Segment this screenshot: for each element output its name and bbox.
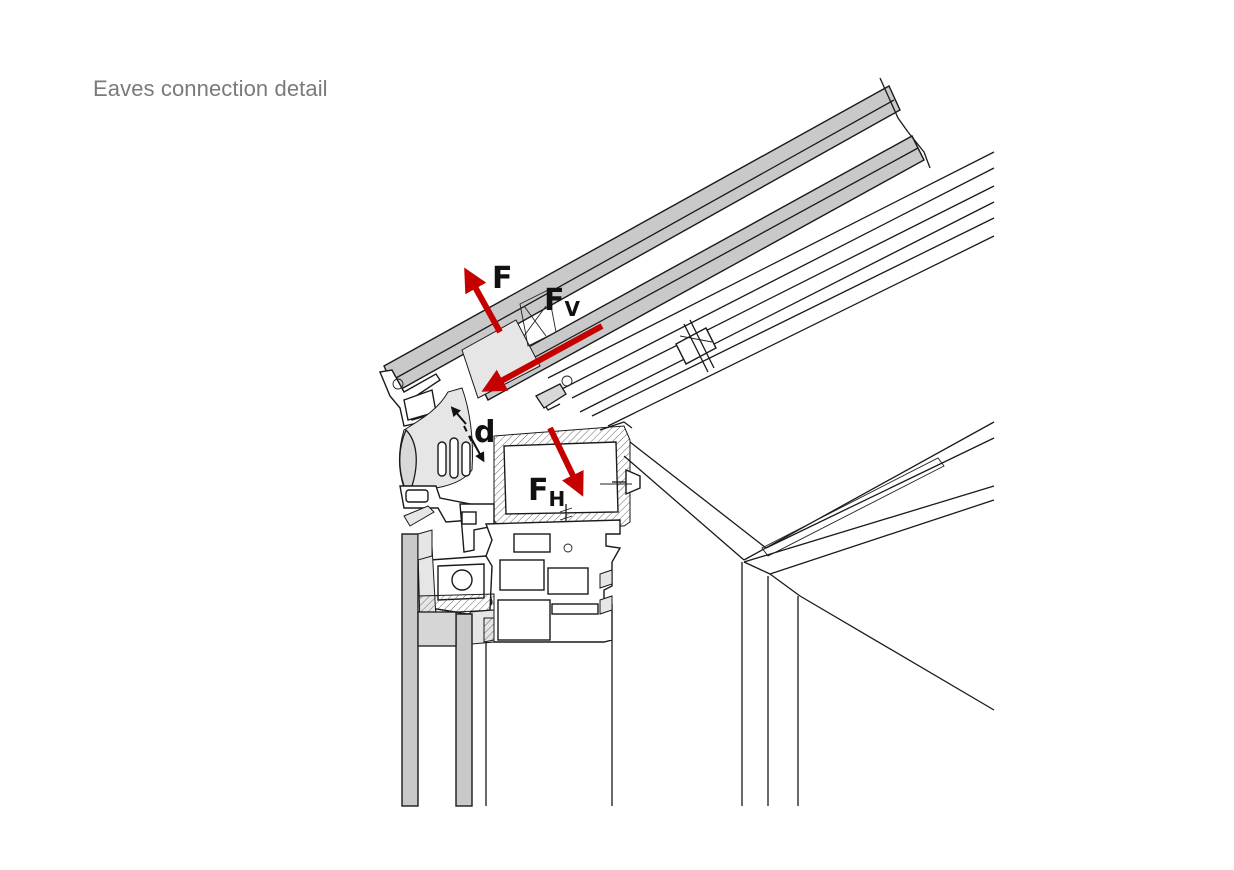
- force-arrow-f: F: [464, 261, 513, 334]
- roof-rafter-profile: [535, 151, 995, 427]
- force-fh-label: FH: [528, 473, 565, 511]
- sash-profile: [417, 545, 495, 645]
- steel-box-beam: [493, 421, 641, 527]
- force-arrow-fv: FV: [481, 283, 604, 392]
- force-arrow-fh: FH: [528, 426, 584, 511]
- force-fv-sub: V: [565, 297, 581, 321]
- force-fv-main: F: [544, 283, 565, 318]
- force-fh-sub: H: [549, 487, 566, 511]
- diagram-title: Eaves connection detail: [93, 76, 328, 101]
- facade-vertical-glazing: [401, 529, 613, 807]
- force-fv-label: FV: [544, 283, 581, 321]
- rafter-bolt: [675, 319, 717, 373]
- interior-lines: [623, 421, 995, 806]
- gap-label: d: [474, 415, 495, 450]
- eaves-cap-profile: [379, 369, 441, 427]
- force-fh-main: F: [528, 473, 549, 508]
- facade-frame-profiles: [459, 503, 622, 643]
- force-f-label: F: [492, 261, 513, 296]
- gap-dimension: d: [450, 406, 495, 463]
